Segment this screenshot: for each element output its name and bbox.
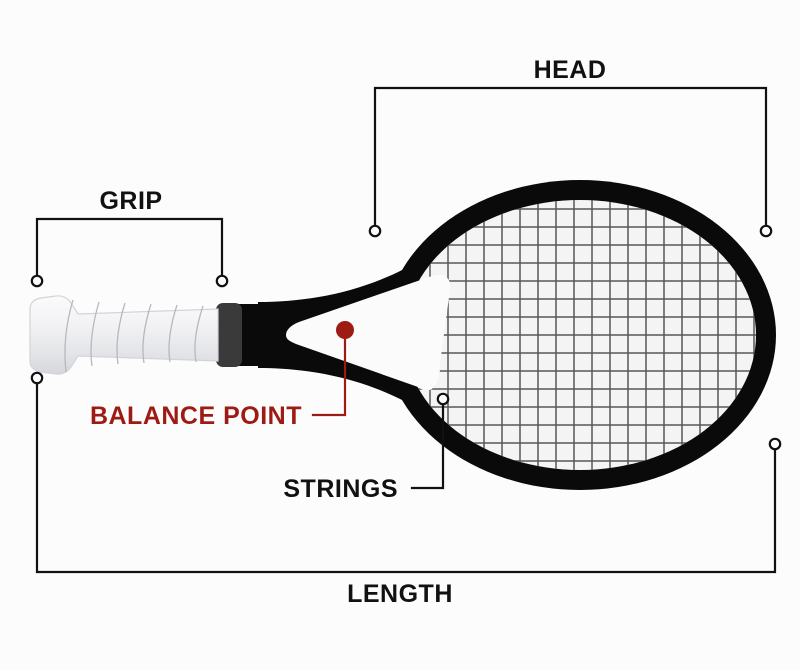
head-endpoint-right — [759, 224, 773, 238]
annotation-length: LENGTH — [30, 371, 782, 608]
grip-bracket — [35, 217, 224, 278]
strings-leader — [410, 402, 445, 490]
annotation-grip: GRIP — [30, 187, 229, 288]
annotation-strings: STRINGS — [283, 392, 450, 503]
length-label: LENGTH — [347, 580, 453, 608]
balance-point-marker — [336, 321, 354, 339]
head-bracket — [373, 86, 768, 228]
grip-endpoint-left — [30, 274, 44, 288]
head-label: HEAD — [534, 56, 607, 84]
length-endpoint-left — [30, 371, 44, 385]
length-bracket — [35, 381, 777, 574]
racket-throat-opening-soften — [300, 283, 440, 372]
balance-point-leader — [311, 334, 347, 417]
grip-collar — [216, 303, 242, 367]
strings-endpoint — [436, 392, 450, 406]
strings-label: STRINGS — [283, 475, 398, 503]
grip-label: GRIP — [99, 187, 162, 215]
head-endpoint-left — [368, 224, 382, 238]
racket-illustration — [29, 180, 776, 490]
annotation-balance-point: BALANCE POINT — [90, 321, 354, 430]
length-endpoint-right — [768, 437, 782, 451]
balance-point-label: BALANCE POINT — [90, 402, 302, 430]
racket-grip — [29, 295, 219, 375]
annotation-head: HEAD — [368, 56, 773, 238]
grip-endpoint-right — [215, 274, 229, 288]
